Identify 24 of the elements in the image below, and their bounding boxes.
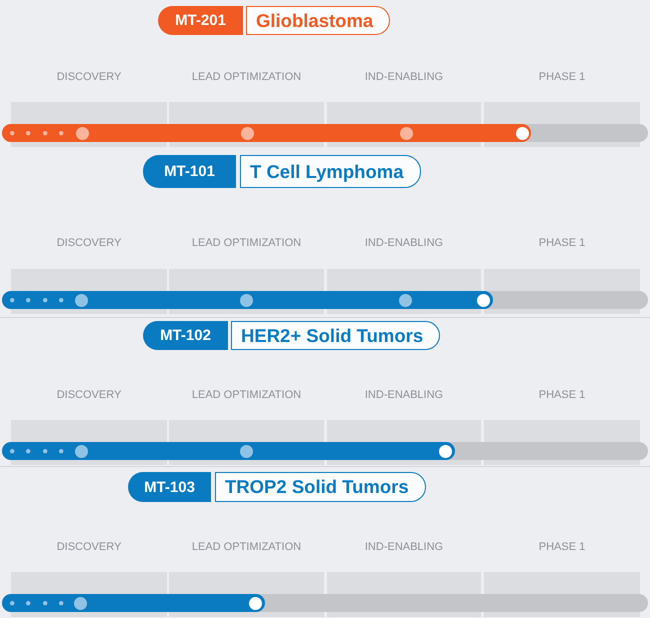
program-code-tag: MT-102 — [143, 321, 228, 350]
stage-label: PHASE 1 — [538, 388, 586, 402]
program-code-tag: MT-103 — [128, 472, 211, 502]
stage-label: DISCOVERY — [56, 70, 122, 84]
indication-tag: T Cell Lymphoma — [240, 155, 421, 188]
stage-label: PHASE 1 — [538, 70, 586, 84]
stage-label: LEAD OPTIMIZATION — [190, 236, 302, 250]
program-code-tag: MT-201 — [158, 6, 243, 35]
indication-tag: TROP2 Solid Tumors — [215, 472, 426, 502]
stage-label: LEAD OPTIMIZATION — [190, 388, 302, 402]
program-code-tag: MT-101 — [143, 155, 236, 188]
stage-label: PHASE 1 — [538, 540, 586, 554]
indication-tag: HER2+ Solid Tumors — [231, 321, 440, 350]
stage-label: LEAD OPTIMIZATION — [190, 540, 302, 554]
indication-tag: Glioblastoma — [246, 6, 390, 35]
stage-label: DISCOVERY — [56, 388, 122, 402]
stage-label: LEAD OPTIMIZATION — [190, 70, 302, 84]
stage-label: DISCOVERY — [56, 236, 122, 250]
stage-label: IND-ENABLING — [364, 388, 444, 402]
stage-label: DISCOVERY — [56, 540, 122, 554]
stage-label: PHASE 1 — [538, 236, 586, 250]
stage-label: IND-ENABLING — [364, 236, 444, 250]
stage-label: IND-ENABLING — [364, 70, 444, 84]
stage-label: IND-ENABLING — [364, 540, 444, 554]
